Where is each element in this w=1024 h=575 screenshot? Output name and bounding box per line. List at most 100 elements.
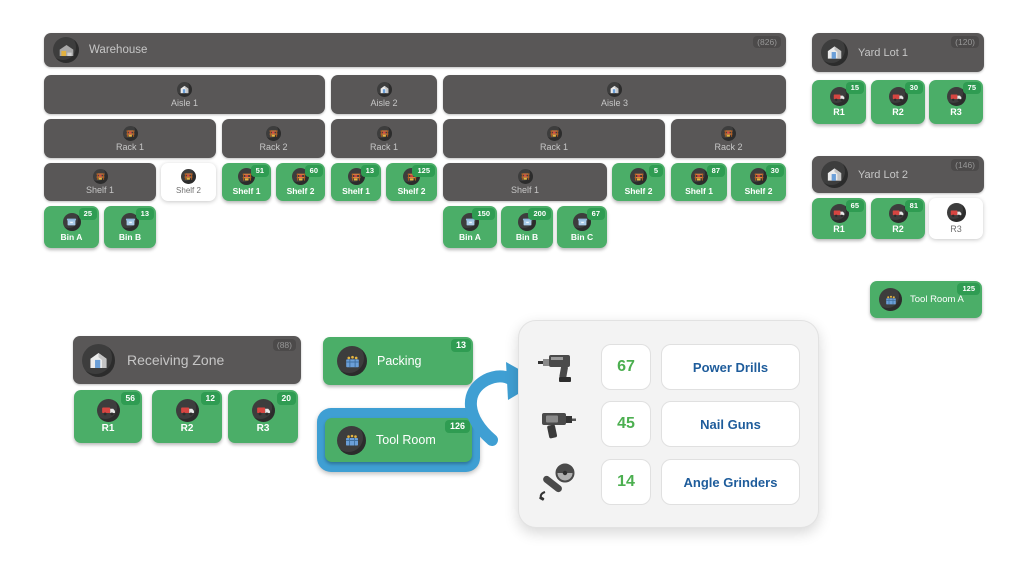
receiving-row-card[interactable]: 56 R1 — [74, 390, 142, 443]
shelf-card[interactable]: 51 Shelf 1 — [222, 163, 271, 201]
card-label: Shelf 1 — [232, 186, 261, 197]
yard-lot-1-card[interactable]: (120) Yard Lot 1 — [812, 33, 984, 72]
card-label: Shelf 1 — [510, 185, 540, 195]
power-drill-icon — [535, 344, 579, 388]
truck-icon — [251, 399, 275, 422]
bin-icon — [121, 212, 139, 231]
building-icon — [607, 81, 622, 97]
card-label: Shelf 2 — [286, 186, 315, 197]
rack-card[interactable]: Rack 2 — [671, 119, 786, 158]
rack-icon — [546, 125, 562, 141]
card-label: Shelf 1 — [342, 186, 370, 197]
count-badge: 125 — [957, 283, 980, 295]
yard-row-card[interactable]: 30 R2 — [871, 80, 925, 124]
count-badge: 126 — [444, 420, 470, 433]
crate-icon — [337, 346, 367, 376]
yard-row-card[interactable]: 75 R3 — [929, 80, 983, 124]
count-badge: 65 — [845, 200, 864, 212]
card-label: R1 — [833, 107, 845, 117]
shelf-card[interactable]: Shelf 2 — [161, 163, 216, 201]
tool-room-a-card[interactable]: 125 Tool Room A — [870, 281, 982, 318]
aisle-card[interactable]: Aisle 3 — [443, 75, 786, 114]
card-label: R1 — [101, 423, 115, 434]
card-label: Rack 1 — [115, 141, 144, 152]
card-label: Shelf 1 — [685, 186, 713, 197]
shelf-card[interactable]: 125 Shelf 2 — [386, 163, 437, 201]
card-label: Shelf 2 — [624, 186, 653, 197]
count-badge: 150 — [472, 208, 495, 220]
card-label: R2 — [892, 107, 904, 117]
yard-row-card[interactable]: 15 R1 — [812, 80, 866, 124]
crate-icon — [337, 425, 366, 455]
card-label: R3 — [950, 224, 962, 234]
card-label: R3 — [256, 423, 270, 434]
count-badge: 15 — [845, 82, 864, 94]
card-label: R1 — [833, 223, 845, 234]
card-label: Tool Room — [376, 433, 436, 447]
bin-card[interactable]: 25 Bin A — [44, 206, 99, 248]
rack-card[interactable]: Rack 2 — [222, 119, 325, 158]
shelf-card[interactable]: 87 Shelf 1 — [671, 163, 727, 201]
shelf-card[interactable]: 60 Shelf 2 — [276, 163, 325, 201]
card-label: Aisle 1 — [170, 97, 198, 108]
card-label: Packing — [377, 354, 422, 368]
card-label: Tool Room A — [910, 294, 964, 305]
count-badge: 13 — [450, 339, 471, 352]
count-badge: 30 — [904, 82, 923, 94]
truck-icon — [946, 203, 966, 222]
truck-icon — [829, 87, 849, 106]
bin-card[interactable]: 13 Bin B — [104, 206, 156, 248]
card-label: Yard Lot 1 — [858, 46, 908, 59]
truck-icon — [888, 203, 908, 223]
shelf-card[interactable]: Shelf 1 — [44, 163, 156, 201]
receiving-row-card[interactable]: 12 R2 — [152, 390, 222, 443]
card-label: Receiving Zone — [127, 352, 225, 368]
card-label: Bin C — [570, 231, 594, 242]
rack-card[interactable]: Rack 1 — [331, 119, 437, 158]
shelf-card[interactable]: 13 Shelf 1 — [331, 163, 381, 201]
yard-row-card[interactable]: 65 R1 — [812, 198, 866, 239]
shelf-icon — [750, 168, 767, 186]
shelf-card[interactable]: Shelf 1 — [443, 163, 607, 201]
total-count-badge: (120) — [951, 36, 979, 48]
card-label: Aisle 2 — [370, 97, 398, 108]
bin-card[interactable]: 150 Bin A — [443, 206, 497, 248]
aisle-card[interactable]: Aisle 1 — [44, 75, 325, 114]
receiving-zone-card[interactable]: (88) Receiving Zone — [73, 336, 301, 384]
truck-icon — [96, 399, 120, 422]
count-box: 67 — [601, 344, 651, 390]
warehouse-card[interactable]: (826) Warehouse — [44, 33, 786, 67]
packing-card[interactable]: 13 Packing — [323, 337, 473, 385]
card-label: Rack 1 — [539, 141, 568, 152]
card-label: Shelf 1 — [85, 185, 115, 195]
card-label: Bin B — [118, 231, 142, 242]
count-box: 45 — [601, 401, 651, 447]
card-label: Yard Lot 2 — [858, 168, 908, 181]
bin-icon — [573, 212, 591, 231]
card-label: Warehouse — [89, 44, 148, 56]
aisle-card[interactable]: Aisle 2 — [331, 75, 437, 114]
card-label: Rack 1 — [369, 141, 398, 152]
rack-card[interactable]: Rack 1 — [44, 119, 216, 158]
yard-row-card[interactable]: R3 — [929, 198, 983, 239]
yard-row-card[interactable]: 81 R2 — [871, 198, 925, 239]
selection-highlight: 126 Tool Room — [317, 408, 480, 472]
bin-card[interactable]: 200 Bin B — [501, 206, 553, 248]
rack-card[interactable]: Rack 1 — [443, 119, 665, 158]
shelf-card[interactable]: 30 Shelf 2 — [731, 163, 786, 201]
shelf-card[interactable]: 5 Shelf 2 — [612, 163, 665, 201]
tool-room-card[interactable]: 126 Tool Room — [325, 418, 472, 462]
bin-card[interactable]: 67 Bin C — [557, 206, 607, 248]
count-badge: 5 — [648, 165, 663, 177]
receiving-row-card[interactable]: 20 R3 — [228, 390, 298, 443]
shelf-icon — [347, 168, 365, 186]
total-count-badge: (826) — [753, 36, 781, 48]
name-box: Nail Guns — [661, 401, 800, 447]
yard-lot-2-card[interactable]: (146) Yard Lot 2 — [812, 156, 984, 193]
card-label: Rack 2 — [714, 141, 743, 152]
bin-icon — [62, 212, 81, 231]
card-label: Bin B — [515, 231, 539, 242]
count-badge: 12 — [200, 392, 220, 405]
rack-icon — [721, 125, 736, 141]
